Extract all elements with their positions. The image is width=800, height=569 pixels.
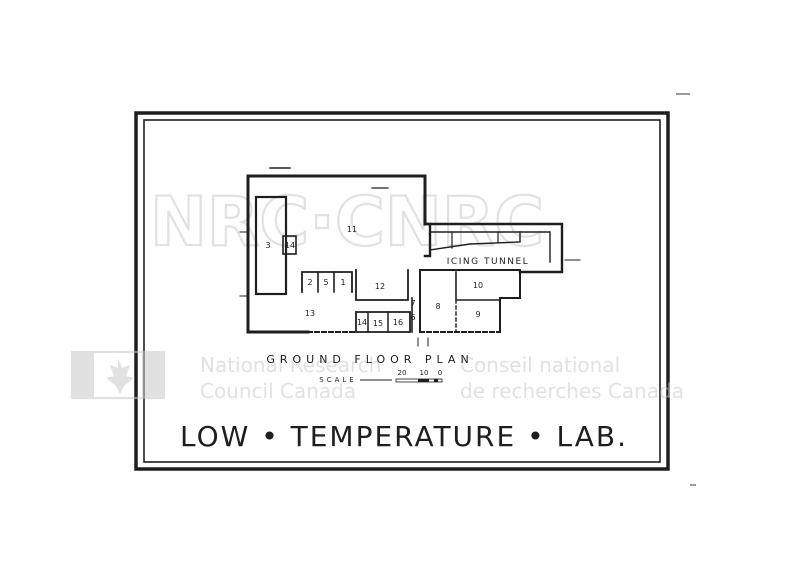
plan-title: GROUND FLOOR PLAN (266, 353, 473, 366)
flag-bar-left (72, 352, 94, 398)
watermark-fr-line1: Conseil national (460, 353, 620, 377)
watermark-fr-line2: de recherches Canada (460, 379, 684, 403)
room-14a-outline (282, 235, 297, 255)
scale-label: SCALE (319, 376, 356, 384)
scale-tick-0: 0 (438, 369, 442, 377)
room-label-6: 6 (410, 313, 415, 322)
room-label-16: 16 (393, 318, 403, 327)
room-label-13: 13 (305, 309, 315, 318)
icing-tunnel-label: ICING TUNNEL (447, 257, 529, 267)
rooms-14-15-16-outline (355, 311, 411, 333)
border-frame (134, 111, 670, 471)
canada-flag-mark (70, 350, 166, 400)
room-label-2: 2 (307, 278, 312, 287)
room-label-14a: 14 (285, 241, 295, 250)
room-label-7: 7 (410, 299, 415, 308)
tunnel-return (519, 231, 551, 263)
rooms-2-5-1-partitions (317, 271, 335, 293)
scale-bar (395, 378, 443, 383)
maple-leaf-icon (106, 358, 134, 394)
main-title: LOW • TEMPERATURE • LAB. (180, 420, 628, 453)
tunnel-outer-wall (423, 222, 564, 274)
watermark-en-line1: National Research (200, 353, 381, 377)
tunnel-contraction (429, 231, 521, 251)
outer-wall-west (246, 174, 310, 334)
room-label-14: 14 (357, 318, 367, 327)
entry-marks (417, 337, 429, 347)
room-label-15: 15 (373, 319, 383, 328)
room-label-11: 11 (347, 225, 357, 234)
room-label-8: 8 (435, 302, 440, 311)
rooms-14-15-16-partitions (367, 311, 389, 333)
paper-speck (676, 93, 690, 95)
plan-caption: GROUND FLOOR PLAN SCALE 20 10 0 (266, 353, 473, 384)
outer-border (134, 111, 670, 471)
wall-ticks (239, 231, 249, 297)
scale-tick-20: 20 (398, 369, 407, 377)
room-label-5: 5 (323, 278, 328, 287)
watermark-logo: NRC·CNRC (150, 183, 544, 262)
outer-wall-north (246, 174, 427, 226)
paper-speck (690, 484, 696, 486)
room-label-10: 10 (473, 281, 483, 290)
room-3-outline (254, 195, 288, 296)
room-label-9: 9 (475, 310, 480, 319)
tunnel-sections (451, 231, 499, 249)
watermark-en-line2: Council Canada (200, 379, 356, 403)
flag-bar-right (142, 352, 164, 398)
nrc-watermark: NRC·CNRC National Research Council Canad… (70, 182, 684, 403)
scale-tick-10: 10 (420, 369, 429, 377)
floor-plan (239, 167, 581, 347)
room-labels: 2 5 1 3 14 11 12 13 14 15 16 7 6 8 9 10 … (265, 225, 529, 328)
room-label-3: 3 (265, 241, 270, 250)
room-label-1: 1 (340, 278, 345, 287)
rooms-2-5-1-wall (301, 271, 353, 293)
room-label-12: 12 (375, 282, 385, 291)
rooms-9-10-wall (419, 269, 521, 333)
room-12-wall (355, 269, 409, 301)
inner-border (143, 119, 661, 463)
